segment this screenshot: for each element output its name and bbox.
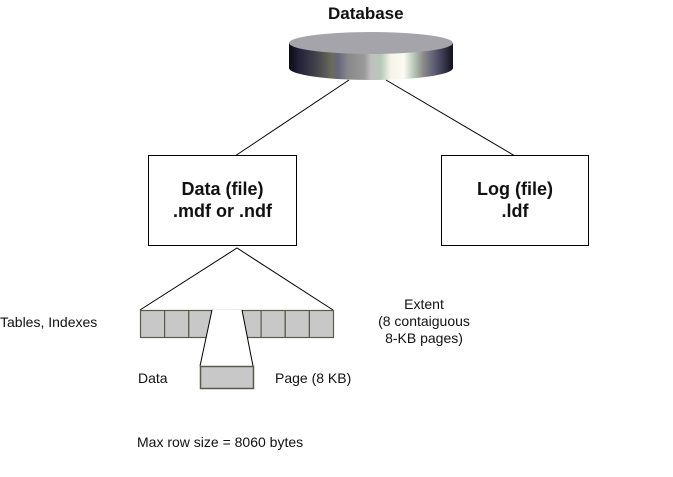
extent-page-cell (139, 309, 166, 339)
cylinder-top (289, 32, 453, 54)
data-file-extension: .mdf or .ndf (173, 201, 272, 221)
extent-desc-2: 8-KB pages) (385, 330, 463, 346)
extent-title: Extent (404, 296, 444, 312)
extent-page-cell (284, 309, 310, 339)
page-size-label: Page (8 KB) (275, 370, 352, 386)
extent-page-cell (260, 309, 286, 339)
database-title: Database (328, 4, 404, 23)
funnel-left-line (199, 309, 213, 367)
page-box (199, 365, 255, 390)
data-file-box (148, 155, 297, 246)
extent-label: Extent (8 contaiguous 8-KB pages) (362, 296, 486, 347)
log-file-label: Log (file) .ldf (441, 178, 589, 222)
data-label: Data (138, 370, 168, 386)
funnel-right-line (241, 309, 254, 367)
connector-db-to-log (385, 79, 516, 157)
data-file-name: Data (file) (181, 179, 264, 199)
log-file-extension: .ldf (501, 201, 529, 221)
connector-db-to-data (234, 79, 350, 157)
log-file-name: Log (file) (477, 179, 553, 199)
funnel-gap (200, 310, 253, 366)
max-row-size-note: Max row size = 8060 bytes (137, 434, 304, 450)
extent-page-cell (164, 309, 190, 339)
database-cylinder-icon (289, 32, 453, 80)
extent-desc-1: (8 contaiguous (378, 313, 470, 329)
extent-page-cell (308, 309, 335, 339)
page-funnel (199, 309, 254, 367)
data-file-label: Data (file) .mdf or .ndf (148, 178, 297, 222)
tables-indexes-label: Tables, Indexes (0, 314, 98, 330)
log-file-box (441, 155, 589, 246)
extent-expansion-lines (139, 247, 334, 311)
